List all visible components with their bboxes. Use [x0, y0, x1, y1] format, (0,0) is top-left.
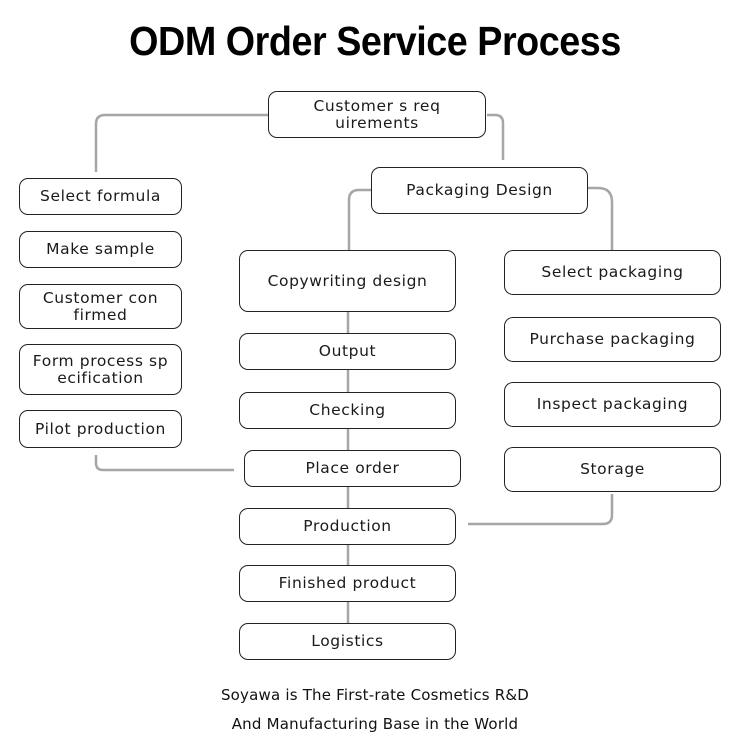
- step-label: Checking: [309, 401, 386, 419]
- step-label: Pilot production: [35, 419, 166, 438]
- step-form-process-specification: Form process sp ecification: [19, 344, 182, 395]
- step-label: uirements: [335, 113, 419, 132]
- step-label: Form process sp: [32, 351, 169, 370]
- step-label: Place order: [305, 459, 400, 477]
- step-label: Finished product: [278, 574, 417, 592]
- step-label: Production: [303, 517, 392, 535]
- step-label: Customer con: [42, 288, 159, 307]
- step-label: Logistics: [311, 632, 384, 650]
- step-place-order: Place order: [244, 450, 461, 487]
- connector-root-to-packaging: [487, 113, 505, 160]
- step-label: Inspect packaging: [536, 395, 689, 413]
- step-inspect-packaging: Inspect packaging: [504, 382, 721, 427]
- connector-packaging-to-copywriting: [347, 188, 371, 250]
- step-label: Select packaging: [541, 263, 684, 281]
- step-label: Select formula: [40, 187, 161, 205]
- step-production: Production: [239, 508, 456, 545]
- step-pilot-production: Pilot production: [19, 410, 182, 448]
- footer-line-1: Soyawa is The First-rate Cosmetics R&D: [220, 686, 530, 704]
- connector-packaging-to-select: [588, 186, 614, 250]
- connector-root-to-formula: [94, 113, 268, 172]
- step-label: Copywriting design: [267, 271, 428, 290]
- step-make-sample: Make sample: [19, 231, 182, 268]
- step-finished-product: Finished product: [239, 565, 456, 602]
- step-label: Customer s req: [313, 96, 441, 115]
- step-select-packaging: Select packaging: [504, 250, 721, 295]
- connector-storage-to-production: [468, 494, 614, 526]
- step-customer-confirmed: Customer con firmed: [19, 284, 182, 329]
- page-title: ODM Order Service Process: [129, 18, 621, 64]
- step-label: firmed: [73, 305, 128, 324]
- step-label: Output: [318, 342, 377, 360]
- step-packaging-design: Packaging Design: [371, 167, 588, 214]
- step-label: Storage: [580, 460, 645, 478]
- step-label: Packaging Design: [406, 181, 553, 199]
- step-select-formula: Select formula: [19, 178, 182, 215]
- step-customer-requirements: Customer s req uirements: [268, 91, 486, 138]
- step-copywriting-design: Copywriting design: [239, 250, 456, 312]
- step-storage: Storage: [504, 447, 721, 492]
- step-label: Purchase packaging: [529, 330, 696, 348]
- step-label: ecification: [57, 368, 144, 387]
- step-purchase-packaging: Purchase packaging: [504, 317, 721, 362]
- step-checking: Checking: [239, 392, 456, 429]
- step-logistics: Logistics: [239, 623, 456, 660]
- step-output: Output: [239, 333, 456, 370]
- footer-line-2: And Manufacturing Base in the World: [231, 715, 519, 733]
- connector-pilot-to-order: [94, 455, 234, 472]
- step-label: Make sample: [46, 240, 155, 258]
